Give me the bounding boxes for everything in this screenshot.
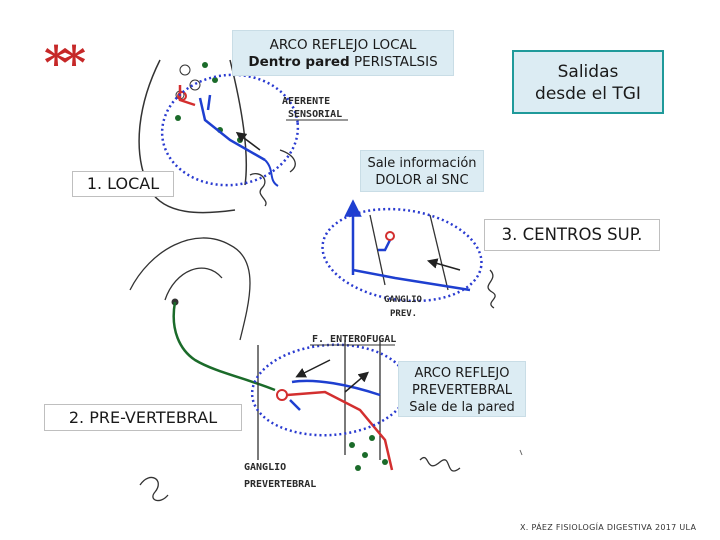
local-reflex-drawing: AFERENTE SENSORIAL [138, 59, 348, 214]
title-line-2-rest: PERISTALSIS [349, 54, 438, 70]
dolor-line-1: Sale información [367, 156, 477, 171]
centros-sup-label: 3. CENTROS SUP. [484, 219, 660, 251]
prevert-line-1: ARCO REFLEJO [414, 366, 510, 381]
title-line-2: Dentro pared PERISTALSIS [233, 54, 453, 71]
title-line-2-bold: Dentro pared [248, 54, 350, 70]
arco-reflejo-prevertebral-box: ARCO REFLEJO PREVERTEBRAL Sale de la par… [398, 361, 526, 417]
prevert-line-2: PREVERTEBRAL [412, 383, 512, 398]
ganglio-prev-text-2: PREV. [390, 309, 417, 319]
f-enterofugal-text: F. ENTEROFUGAL [312, 334, 396, 345]
salidas-line-1: Salidas [557, 62, 619, 82]
ganglio-pv-text-1: GANGLIO [244, 462, 286, 473]
centros-reflex-drawing: GANGLIO PREV. [321, 199, 496, 319]
local-label: 1. LOCAL [72, 171, 174, 197]
title-line-1: ARCO REFLEJO LOCAL [269, 37, 417, 53]
ganglio-pv-text-2: PREVERTEBRAL [244, 479, 316, 490]
prevert-line-3: Sale de la pared [409, 400, 515, 415]
pre-vertebral-label: 2. PRE-VERTEBRAL [44, 404, 242, 431]
dolor-box: Sale información DOLOR al SNC [360, 150, 484, 192]
important-stars: ** [44, 36, 86, 90]
arco-reflejo-local-box: ARCO REFLEJO LOCAL Dentro pared PERISTAL… [232, 30, 454, 76]
aferente-text: AFERENTE [282, 96, 330, 107]
dolor-line-2: DOLOR al SNC [375, 173, 469, 188]
ganglio-prev-text-1: GANGLIO [384, 295, 423, 305]
salidas-line-2: desde el TGI [535, 84, 641, 104]
sensorial-text: SENSORIAL [288, 109, 342, 120]
footer-credit: X. PÁEZ FISIOLOGÍA DIGESTIVA 2017 ULA [520, 523, 697, 532]
salidas-box: Salidas desde el TGI [512, 50, 664, 114]
